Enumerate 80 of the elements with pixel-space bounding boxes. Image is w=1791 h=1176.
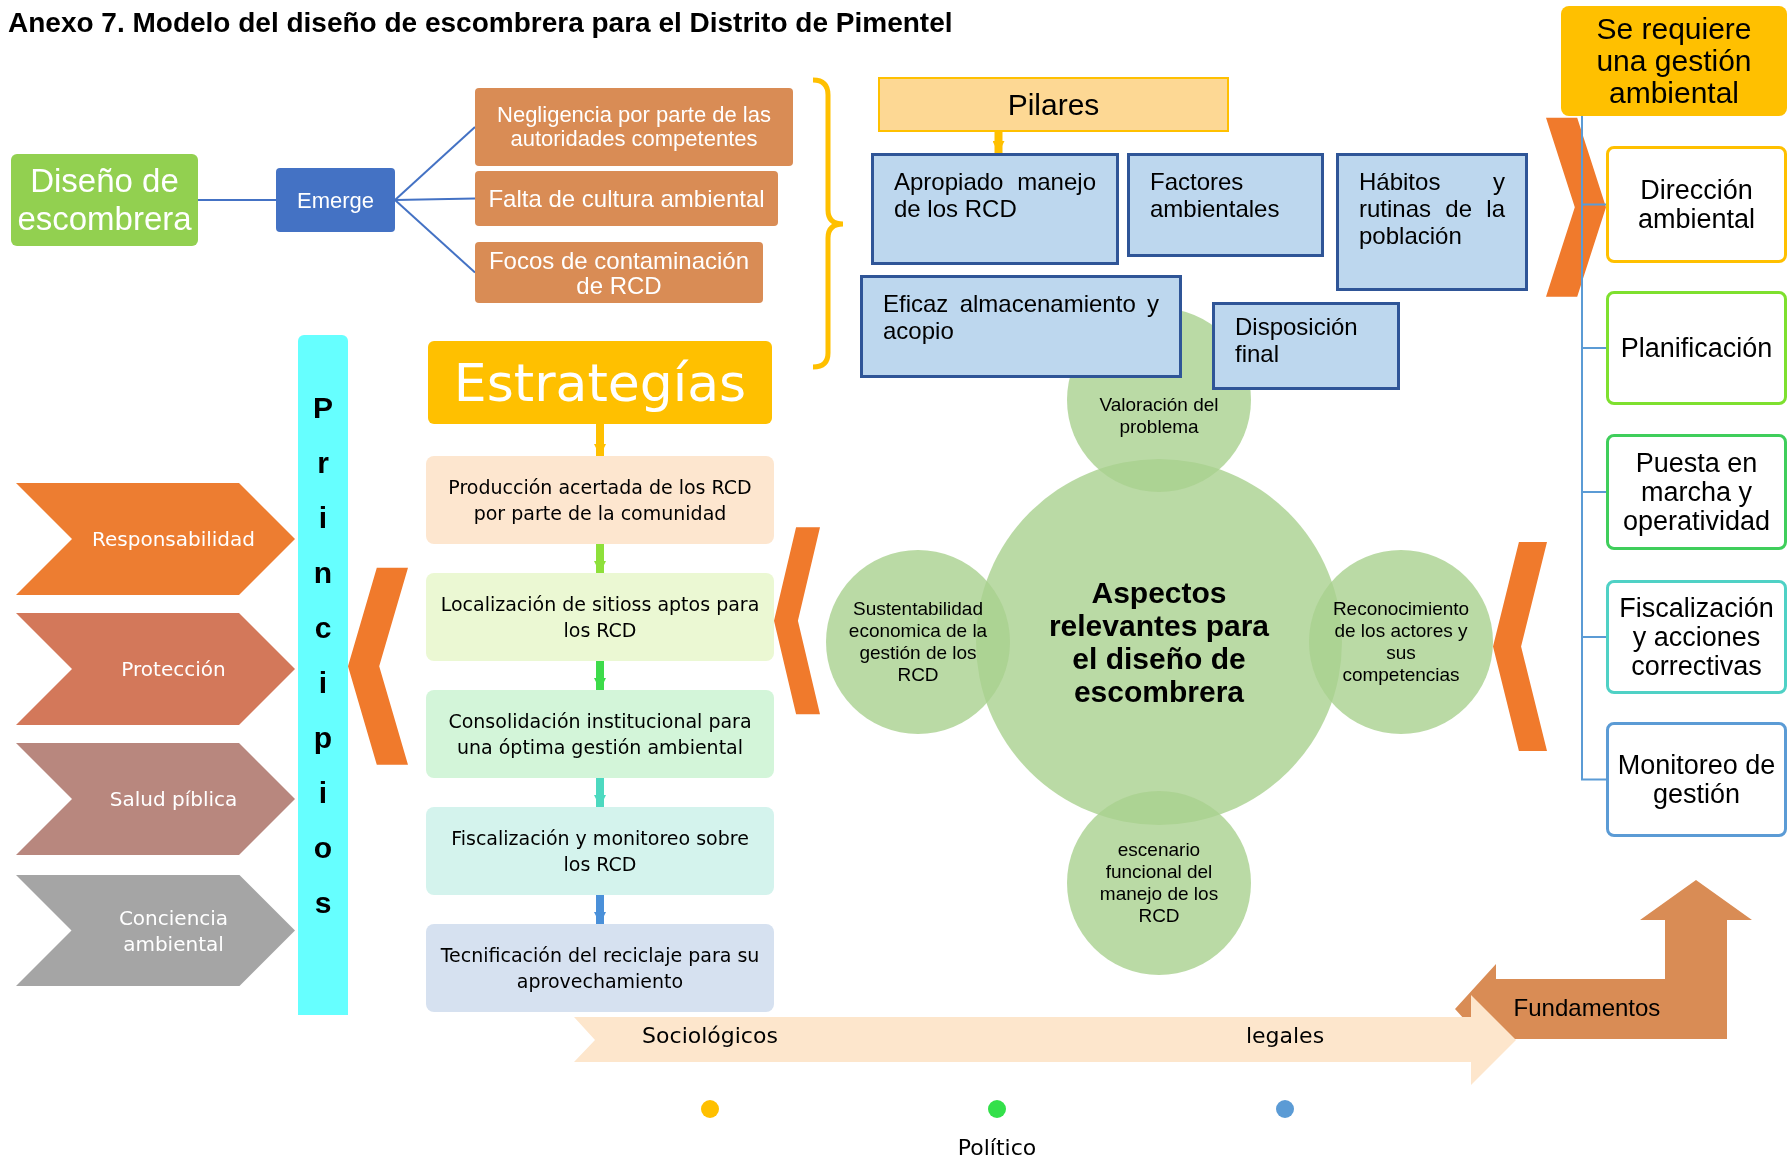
pillar-box [860, 275, 1182, 378]
box-text: Pilares [1006, 87, 1101, 123]
box-text: Monitoreo de gestión [1616, 750, 1777, 809]
diagram-title: Anexo 7. Modelo del diseño de escombrera para el Distrito de Pimentel [8, 7, 953, 38]
connector-line [394, 126, 476, 201]
pillar-box [871, 153, 1119, 265]
box-text: Fiscalización y monitoreo sobre los RCD [450, 826, 750, 877]
banner-text: Principios [312, 390, 334, 921]
axis-label: Político [957, 1135, 1037, 1160]
box-text: Localización de sitioss aptos para los RCD [439, 592, 761, 643]
process-box [1606, 291, 1787, 405]
arrow-text: Sociológicos [642, 1023, 778, 1048]
arrow-text: legales [1245, 1023, 1325, 1048]
cause-box [475, 242, 763, 303]
header-box [1561, 6, 1787, 116]
strategy-box [426, 924, 774, 1012]
chevron-arrow [1546, 117, 1606, 297]
connector-line [394, 199, 476, 274]
pillar-box [1336, 153, 1528, 291]
process-box [276, 168, 395, 232]
block-arrow [594, 661, 606, 690]
block-arrow [594, 778, 606, 807]
box-text: Puesta en marcha y operatividad [1621, 448, 1772, 536]
process-box [1606, 722, 1787, 837]
block-arrow [594, 895, 606, 924]
box-text: Factores ambientales [1150, 168, 1281, 222]
box-text: Negligencia por parte de las autoridades competentes [496, 103, 772, 151]
circle-text: Aspectos relevantes para el diseño de escombrera [1047, 576, 1271, 708]
chevron-shape [16, 875, 295, 986]
box-text: Eficaz almacenamiento y acopio [883, 290, 1159, 344]
box-text: Disposición final [1235, 313, 1359, 367]
strategy-box [426, 456, 774, 544]
circle-text: Reconocimiento de los actores y sus competencias [1331, 598, 1471, 686]
box-text: Producción acertada de los RCD por parte de la comunidad [447, 475, 753, 526]
block-arrow [594, 424, 606, 456]
cause-box [475, 171, 778, 226]
chevron-label: Salud píblica [109, 786, 238, 812]
chevron-arrow [774, 527, 820, 715]
chevron-label: Protección [121, 656, 226, 682]
process-box [1606, 434, 1787, 550]
chevron-arrow [1493, 542, 1547, 752]
box-text: Se requiere una gestión ambiental [1595, 13, 1753, 109]
box-text: Focos de contaminación de RCD [487, 247, 751, 298]
box-text: Hábitos y rutinas de la población [1359, 168, 1505, 249]
box-text: Estrategías [452, 351, 748, 415]
box-text: Tecnificación del reciclaje para su aprovechamiento [439, 943, 761, 994]
block-arrow [992, 132, 1005, 153]
box-text: Consolidación institucional para una óptima gestión ambiental [447, 709, 753, 760]
box-text: Dirección ambiental [1636, 175, 1757, 234]
header-box [428, 341, 772, 424]
strategy-box [426, 807, 774, 895]
box-text: Falta de cultura ambiental [487, 186, 766, 211]
chevron-shape [16, 613, 295, 725]
block-arrow [594, 544, 606, 573]
chevron-arrow [348, 567, 408, 765]
strategy-box [426, 573, 774, 661]
box-text: Diseño de escombrera [16, 162, 193, 238]
chevron-shape [16, 743, 295, 855]
header-box [878, 77, 1229, 132]
box-text: Fiscalización y acciones correctivas [1618, 593, 1775, 681]
box-text: Planificación [1619, 333, 1774, 363]
pillar-box [1127, 153, 1324, 257]
circle-text: Sustentabilidad economica de la gestión de los RCD [847, 598, 989, 686]
circle-text: escenario funcional del manejo de los RCD [1098, 839, 1220, 927]
box-text: Emerge [295, 186, 375, 215]
circle-text: Valoración del problema [1098, 394, 1220, 438]
process-box [1606, 580, 1787, 694]
chevron-label: Conciencia ambiental [117, 904, 230, 957]
cause-box [475, 88, 793, 166]
box-text: Apropiado manejo de los RCD [894, 168, 1096, 222]
vertical-banner [298, 335, 348, 1015]
chevron-label: Responsabilidad [92, 526, 255, 552]
start-box [11, 154, 198, 246]
process-box [1606, 146, 1787, 263]
pillar-box [1212, 302, 1400, 390]
chevron-shape [16, 483, 295, 595]
arrow-text: Fundamentos [1513, 994, 1661, 1021]
connector-line [197, 199, 277, 201]
connector-line [394, 197, 476, 201]
strategy-box [426, 690, 774, 778]
